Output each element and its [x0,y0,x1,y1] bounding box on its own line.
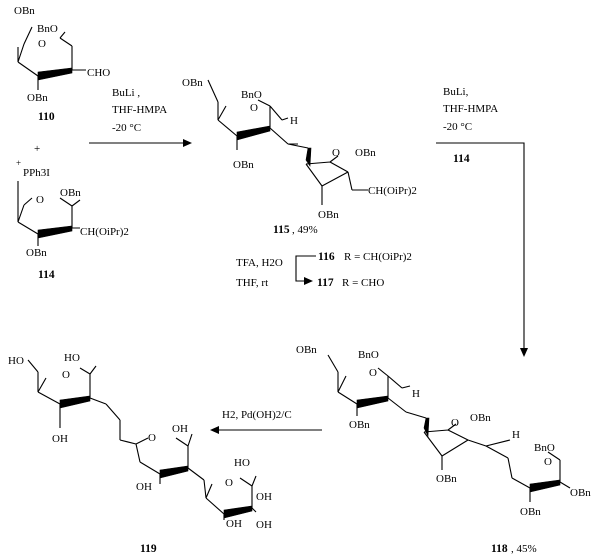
compound-118-yield: , 45% [511,543,537,555]
compound-115-ring-o-1: O [250,102,258,114]
step1-reagent-buli: BuLi , [112,87,140,99]
compound-115-label: 115 [273,224,290,236]
compound-114-pph3i: PPh3I [23,167,50,179]
compound-115-obn-top: OBn [182,77,203,89]
compound-115-obn-mid: OBn [233,159,254,171]
compound-114-obn-bottom: OBn [26,247,47,259]
compound-118-h-1: H [412,388,420,400]
compound-118-ring-o-2: O [451,417,459,429]
compound-118-h-2: H [512,429,520,441]
compound-114-ring-o: O [36,194,44,206]
step2-reagent-114: 114 [453,153,470,165]
compound-116-r: R = CH(OiPr)2 [344,251,412,263]
compound-116-label: 116 [318,251,335,263]
compound-115-bno: BnO [241,89,262,101]
step2-solvent: THF-HMPA [443,103,498,115]
step3-reagents: TFA, H2O [236,257,283,269]
compound-110-obn-bottom: OBn [27,92,48,104]
step1-temperature: -20 °C [112,122,141,134]
compound-114-structure [17,181,81,246]
compound-117-label: 117 [317,277,334,289]
compound-118-bno-2: BnO [534,442,555,454]
compound-115-obn-right: OBn [355,147,376,159]
compound-119-structure [27,359,257,520]
step1-arrow [89,139,192,147]
phosphonium-plus: + [16,158,21,168]
compound-119-ring-o-3: O [225,477,233,489]
step4-arrow [210,426,322,434]
compound-115-ring-o-2: O [332,147,340,159]
compound-110-ring-o: O [38,38,46,50]
compound-118-obn-top: OBn [296,344,317,356]
compound-118-ring-o-1: O [369,367,377,379]
compound-110-cho: CHO [87,67,110,79]
compound-118-label: 118 [491,543,508,555]
compound-118-obn-4: OBn [570,487,591,499]
compound-119-oh-2: OH [172,423,188,435]
compound-115-ch-oipr2: CH(OiPr)2 [368,185,417,197]
compound-115-yield: , 49% [292,224,318,236]
step2-arrow [436,142,528,357]
compound-119-ring-o-2: O [148,432,156,444]
compound-119-ho-top: HO [64,352,80,364]
compound-114-label: 114 [38,269,55,281]
step3-solvent: THF, rt [236,277,268,289]
compound-119-ho: HO [8,355,24,367]
step2-temperature: -20 °C [443,121,472,133]
compound-119-oh-5: OH [226,518,242,530]
step4-reagents: H2, Pd(OH)2/C [222,409,292,421]
compound-118-bno-1: BnO [358,349,379,361]
compound-115-h: H [290,115,298,127]
compound-119-oh-6: OH [256,519,272,531]
step3-arrow [295,255,316,285]
compound-115-obn-bottom: OBn [318,209,339,221]
step2-reagent-buli: BuLi, [443,86,469,98]
compound-118-obn-1: OBn [349,419,370,431]
step1-solvent: THF-HMPA [112,104,167,116]
compound-110-obn-top: OBn [14,5,35,17]
compound-119-label: 119 [140,543,157,555]
compound-117-r: R = CHO [342,277,384,289]
compound-118-ring-o-3: O [544,456,552,468]
compound-119-ring-o-1: O [62,369,70,381]
compound-110-structure [17,26,86,90]
compound-119-ho-2: HO [234,457,250,469]
compound-119-oh-1: OH [52,433,68,445]
compound-114-obn-top: OBn [60,187,81,199]
compound-115-structure [207,79,368,205]
compound-119-oh-4: OH [256,491,272,503]
compound-119-oh-3: OH [136,481,152,493]
plus-sign: + [34,143,40,155]
compound-118-obn-5: OBn [520,506,541,518]
compound-110-label: 110 [38,111,55,123]
compound-118-obn-2: OBn [470,412,491,424]
compound-118-obn-3: OBn [436,473,457,485]
compound-118-structure [327,354,571,502]
compound-114-ch-oipr2: CH(OiPr)2 [80,226,129,238]
compound-110-bno: BnO [37,23,58,35]
